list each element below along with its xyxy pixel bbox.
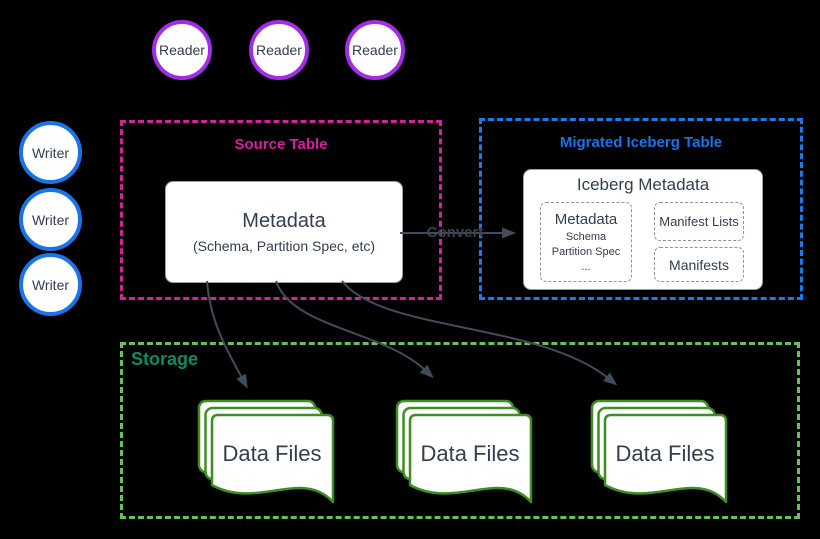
source-table-title: Source Table bbox=[234, 136, 328, 153]
manifests-label: Manifests bbox=[669, 256, 729, 273]
iceberg-metadata-item-schema: Schema bbox=[565, 231, 607, 243]
iceberg-metadata-group-title: Metadata bbox=[554, 211, 618, 228]
reader-label: Reader bbox=[256, 42, 302, 58]
iceberg-metadata-item-ellipsis: ... bbox=[581, 261, 591, 273]
source-table-group: Source Table Metadata (Schema, Partition… bbox=[120, 120, 442, 300]
data-files-document-icon: Data Files bbox=[395, 399, 535, 505]
reader-node: Reader bbox=[249, 20, 309, 80]
source-metadata-subtitle: (Schema, Partition Spec, etc) bbox=[192, 238, 376, 254]
storage-title: Storage bbox=[131, 349, 199, 369]
manifests-box: Manifests bbox=[654, 247, 744, 282]
source-metadata-box: Metadata (Schema, Partition Spec, etc) bbox=[165, 181, 403, 283]
reader-node: Reader bbox=[345, 20, 405, 80]
manifest-lists-label: Manifest Lists bbox=[659, 214, 739, 229]
data-files-label: Data Files bbox=[420, 441, 519, 466]
reader-label: Reader bbox=[352, 42, 398, 58]
reader-node: Reader bbox=[152, 20, 212, 80]
iceberg-metadata-item-partition-spec: Partition Spec bbox=[551, 246, 621, 258]
iceberg-metadata-group-box: Metadata Schema Partition Spec ... bbox=[540, 202, 632, 282]
data-files-label: Data Files bbox=[615, 441, 714, 466]
writer-node: Writer bbox=[19, 253, 82, 316]
convert-label: Convert bbox=[426, 224, 484, 241]
writer-node: Writer bbox=[19, 121, 82, 184]
iceberg-metadata-title: Iceberg Metadata bbox=[576, 175, 710, 194]
storage-group: Storage Data Files Data Files Da bbox=[120, 342, 800, 519]
reader-label: Reader bbox=[159, 42, 205, 58]
source-metadata-title: Metadata bbox=[242, 210, 326, 232]
data-files-document-icon: Data Files bbox=[590, 399, 730, 505]
writer-label: Writer bbox=[31, 144, 70, 161]
data-files-label: Data Files bbox=[222, 441, 321, 466]
migrated-iceberg-table-title: Migrated Iceberg Table bbox=[559, 134, 723, 151]
manifest-lists-box: Manifest Lists bbox=[654, 202, 744, 241]
iceberg-metadata-panel: Iceberg Metadata Metadata Schema Partiti… bbox=[523, 169, 763, 290]
data-files-document-icon: Data Files bbox=[197, 399, 337, 505]
writer-node: Writer bbox=[19, 188, 82, 251]
migrated-iceberg-table-group: Migrated Iceberg Table Iceberg Metadata … bbox=[479, 118, 803, 300]
writer-label: Writer bbox=[31, 276, 70, 293]
writer-label: Writer bbox=[31, 211, 70, 228]
